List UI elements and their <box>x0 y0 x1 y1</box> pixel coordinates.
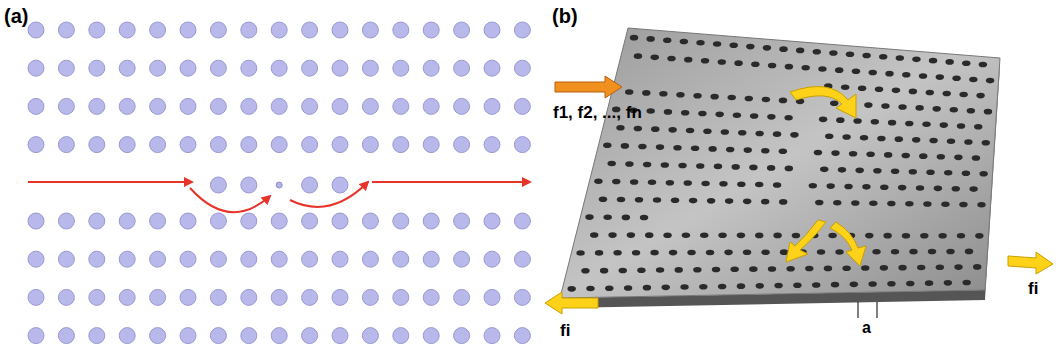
rod-lattice <box>28 22 530 344</box>
flow-arrows <box>545 76 1053 314</box>
frequency-label: f1, f2, ..., fn <box>553 104 642 121</box>
panel-label: (a) <box>4 6 28 26</box>
photonic-slab <box>560 28 1000 318</box>
frequency-label: fi <box>1028 280 1038 297</box>
frequency-label: fi <box>560 322 570 339</box>
panel-label: (b) <box>552 6 578 26</box>
light-path <box>28 182 530 212</box>
dimension-label: a <box>862 320 871 336</box>
